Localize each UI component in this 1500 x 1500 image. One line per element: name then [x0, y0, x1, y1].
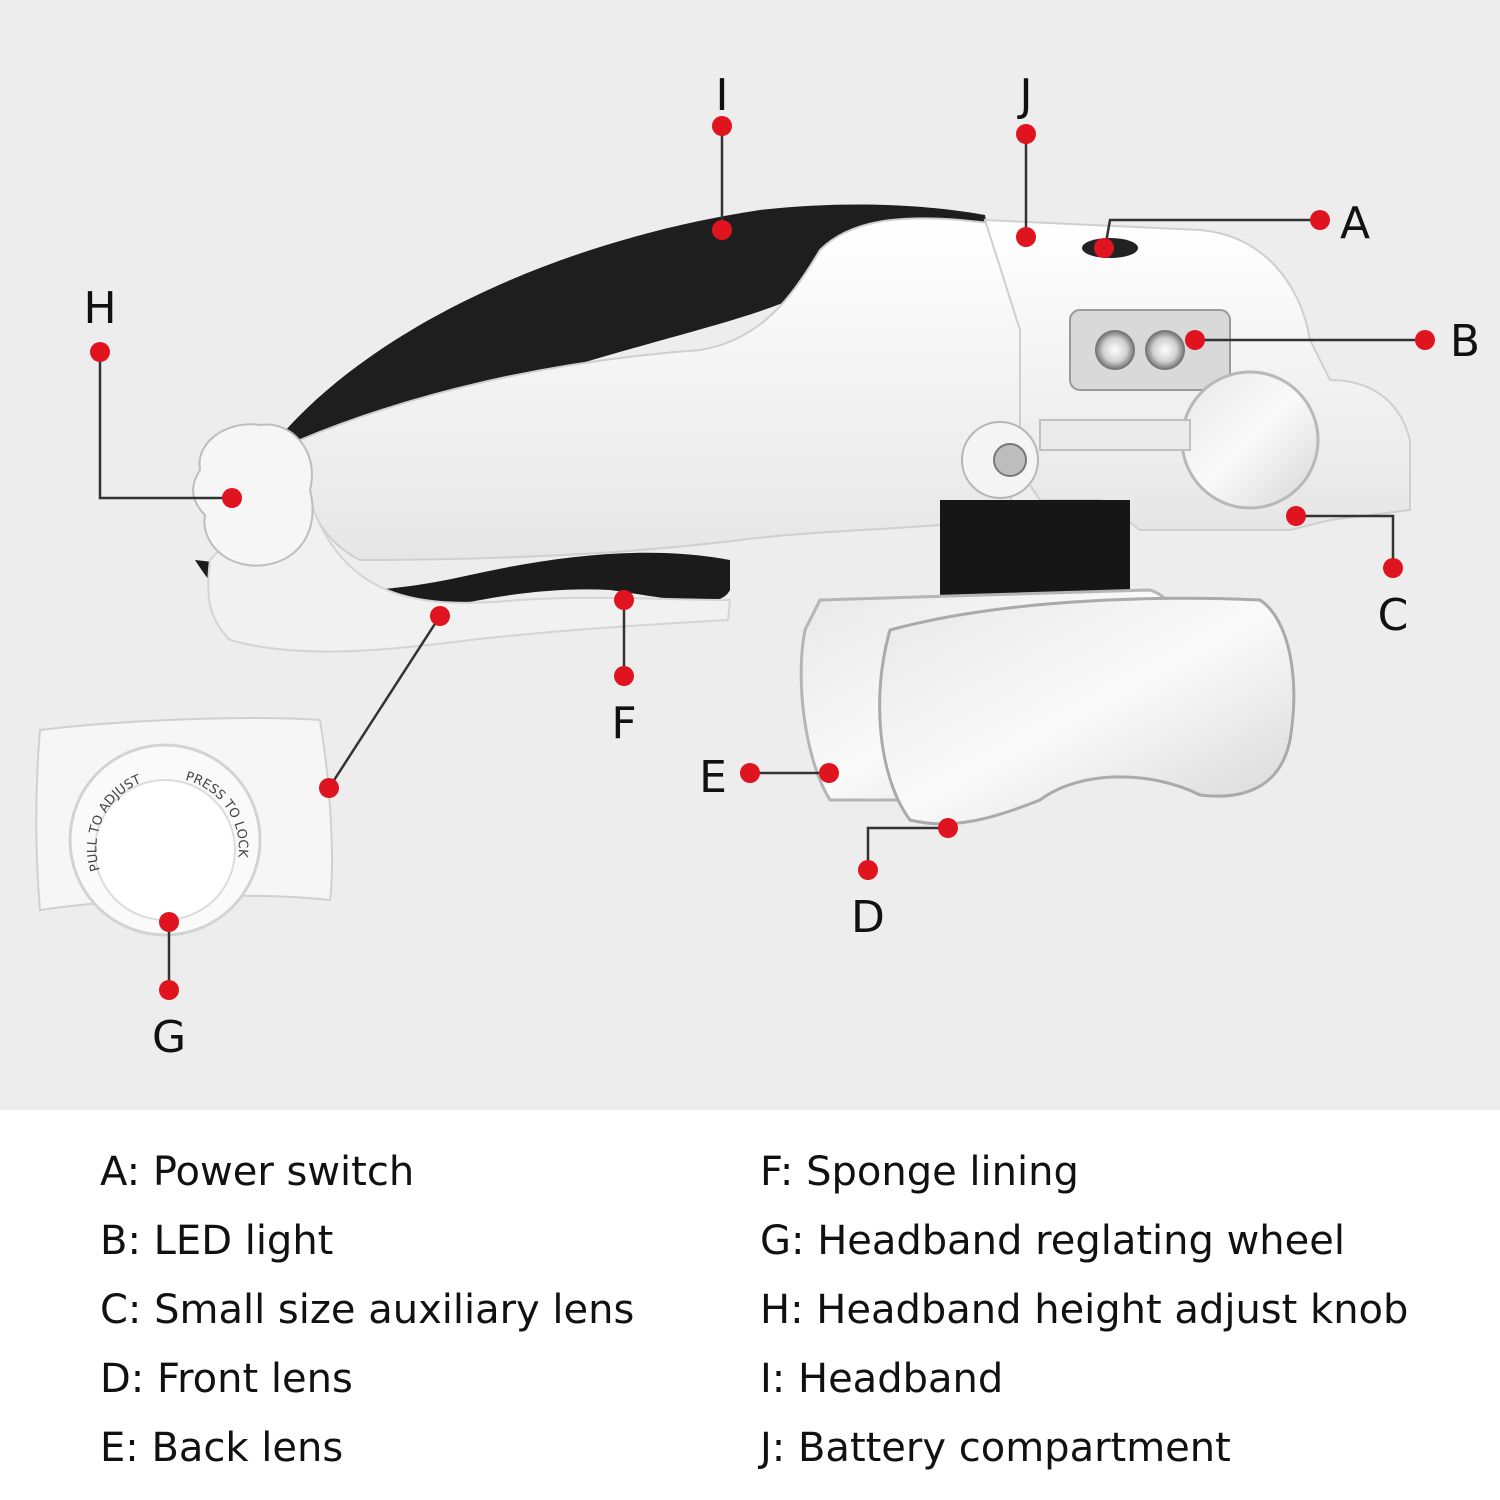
marker-b-end: [1415, 330, 1435, 350]
legend-item-j: J: Battery compartment: [760, 1425, 1231, 1471]
marker-sponge-end: [319, 778, 339, 798]
legend: A: Power switch B: LED light C: Small si…: [0, 1110, 1500, 1500]
leader-line-c: [1296, 514, 1395, 568]
marker-g-end: [159, 980, 179, 1000]
led-bulb-1: [1095, 330, 1135, 370]
marker-e-end: [740, 763, 760, 783]
legend-item-a: A: Power switch: [100, 1149, 415, 1195]
front-lens-plate: [878, 596, 1296, 826]
callout-label-a: A: [1340, 198, 1370, 249]
auxiliary-lens-arm: [1039, 419, 1191, 451]
legend-item-b: B: LED light: [100, 1218, 334, 1264]
legend-item-e: E: Back lens: [100, 1425, 344, 1471]
legend-column-left: A: Power switch B: LED light C: Small si…: [100, 1150, 634, 1495]
legend-item-i: I: Headband: [760, 1356, 1004, 1402]
legend-item-c: C: Small size auxiliary lens: [100, 1287, 635, 1333]
marker-e-target: [819, 763, 839, 783]
marker-f-end: [614, 666, 634, 686]
headband-magnifier-illustration: PULL TO ADJUST PRESS TO LOCK: [0, 0, 1500, 1110]
callout-label-g: G: [152, 1012, 186, 1063]
legend-column-right: F: Sponge lining G: Headband reglating w…: [760, 1150, 1408, 1495]
marker-c-target: [1286, 506, 1306, 526]
marker-f-target: [614, 590, 634, 610]
lens-bracket: [940, 500, 1130, 600]
marker-j-end: [1016, 124, 1036, 144]
auxiliary-lens: [1180, 370, 1320, 510]
legend-item-g: G: Headband reglating wheel: [760, 1218, 1345, 1264]
legend-item-f: F: Sponge lining: [760, 1149, 1079, 1195]
headband-white-band: [207, 462, 732, 653]
leader-line-sponge: [327, 615, 442, 789]
diagram-canvas: PULL TO ADJUST PRESS TO LOCK: [35, 70, 1480, 1063]
marker-c-end: [1383, 558, 1403, 578]
callout-label-d: D: [851, 892, 885, 943]
marker-b-target: [1185, 330, 1205, 350]
reglating-wheel-inset: PULL TO ADJUST PRESS TO LOCK: [35, 717, 333, 937]
height-adjust-knob: [192, 423, 314, 567]
legend-item-d: D: Front lens: [100, 1356, 353, 1402]
callout-label-f: F: [611, 698, 636, 749]
marker-i-target: [712, 220, 732, 240]
led-bulb-2: [1145, 330, 1185, 370]
marker-j-target: [1016, 227, 1036, 247]
leader-lines: [98, 126, 1425, 990]
marker-a-target: [1094, 238, 1114, 258]
marker-h-target: [222, 488, 242, 508]
marker-a-end: [1310, 210, 1330, 230]
legend-item-h: H: Headband height adjust knob: [760, 1287, 1409, 1333]
marker-d-target: [938, 818, 958, 838]
callout-label-b: B: [1450, 316, 1480, 367]
callout-label-j: J: [1017, 70, 1033, 121]
marker-h-end: [90, 342, 110, 362]
callout-label-c: C: [1378, 590, 1409, 641]
marker-d-end: [858, 860, 878, 880]
leader-line-h: [98, 352, 232, 500]
marker-i-end: [712, 116, 732, 136]
marker-g-target: [159, 912, 179, 932]
callout-markers: [90, 116, 1435, 1000]
callout-label-i: I: [716, 70, 729, 121]
callout-label-h: H: [83, 283, 116, 334]
marker-sponge-target: [430, 606, 450, 626]
leader-line-d: [866, 826, 948, 870]
callout-label-e: E: [699, 752, 727, 803]
pivot-screw: [993, 443, 1027, 477]
